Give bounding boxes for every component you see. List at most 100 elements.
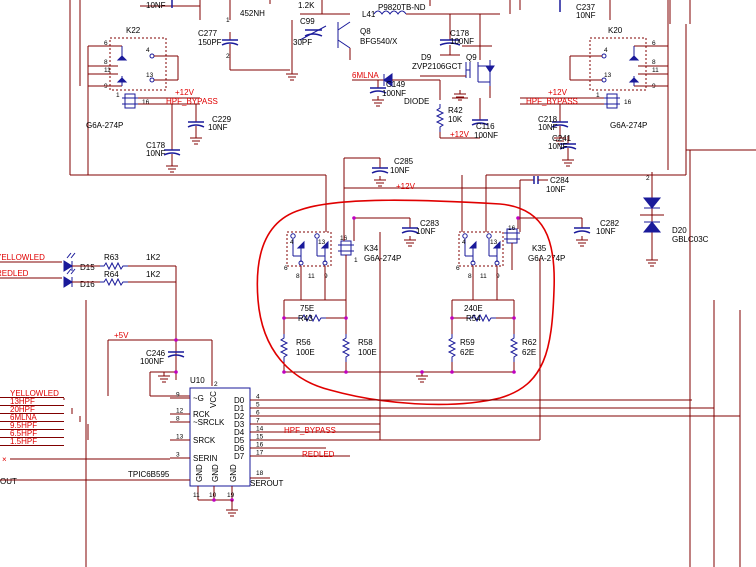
net-label: 6MLNA <box>10 413 37 422</box>
label-r42-val: 10K <box>448 115 463 124</box>
svg-text:4: 4 <box>146 47 150 54</box>
svg-text:18: 18 <box>256 470 264 477</box>
u10-right-pin-num: 5 <box>256 402 260 409</box>
label-r43: R43 <box>298 314 313 323</box>
svg-text:11: 11 <box>193 492 200 499</box>
label-c237-val: 10NF <box>576 11 596 20</box>
svg-text:1: 1 <box>226 17 230 24</box>
label-plus12-q: +12V <box>450 130 470 139</box>
label-c218: C218 <box>538 115 558 124</box>
label-r63-val: 1K2 <box>146 253 161 262</box>
svg-text:8: 8 <box>468 273 472 280</box>
net-label: 6.5HPF <box>10 429 37 438</box>
label-c178r: C178 <box>450 29 470 38</box>
label-tpic: TPIC6B595 <box>128 470 170 479</box>
label-k35: K35 <box>532 244 547 253</box>
label-hpf-l: HPF_BYPASS <box>166 97 218 106</box>
svg-text:6: 6 <box>104 40 108 47</box>
svg-text:4: 4 <box>604 47 608 54</box>
left-net-list: YELLOWLED13HPF20HPF6MLNA9.5HPF6.5HPF1.5H… <box>0 300 190 567</box>
u10-left-pin-num: 13 <box>176 434 184 441</box>
label-c285: C285 <box>394 157 414 166</box>
label-c241: C241 <box>552 134 572 143</box>
label-d9-part: ZVP2106GCT <box>412 62 462 71</box>
svg-text:9: 9 <box>324 273 328 280</box>
svg-text:2: 2 <box>646 175 650 182</box>
u10-right-pin-name: D4 <box>234 428 245 437</box>
u10-right-pin-name: D1 <box>234 404 245 413</box>
svg-text:13: 13 <box>490 239 498 246</box>
label-c283: C283 <box>420 219 440 228</box>
label-l41: L41 <box>362 10 376 19</box>
label-hpf-r: HPF_BYPASS <box>526 97 578 106</box>
svg-text:6: 6 <box>284 265 288 272</box>
svg-text:10: 10 <box>209 492 217 499</box>
net-label: 20HPF <box>10 405 35 414</box>
u10-left-pin-num: 3 <box>176 452 180 459</box>
net-label: 9.5HPF <box>10 421 37 430</box>
label-mlna: 6MLNA <box>352 71 379 80</box>
u10-left-pin-num: 8 <box>176 416 180 423</box>
label-r64: R64 <box>104 270 119 279</box>
label-r62-val: 62E <box>522 348 536 357</box>
u10-right-pin-name: D2 <box>234 412 245 421</box>
highlight-ellipse <box>256 199 556 406</box>
label-d15: D15 <box>80 263 95 272</box>
u10-right-pin-num: 16 <box>256 442 264 449</box>
label-r56-val: 100E <box>296 348 315 357</box>
u10-right-pin-num: 17 <box>256 450 264 457</box>
label-452nh: 452NH <box>240 9 265 18</box>
u10-gnd-2: GND <box>211 464 220 482</box>
svg-text:11: 11 <box>308 273 315 280</box>
label-yellowled-net: YELLOWLED <box>0 253 45 262</box>
label-c218-val: 10NF <box>538 123 558 132</box>
label-k34: K34 <box>364 244 379 253</box>
label-c277: C277 <box>198 29 218 38</box>
u10-left-pin-name: SERIN <box>193 454 218 463</box>
u10-left-pin-name: ~G <box>193 394 204 403</box>
svg-text:11: 11 <box>104 67 111 74</box>
label-c283-val: 10NF <box>416 227 436 236</box>
u10-right-pin-name: D0 <box>234 396 245 405</box>
label-q8: Q8 <box>360 27 371 36</box>
label-1-2k: 1.2K <box>298 1 315 10</box>
label-c282: C282 <box>600 219 620 228</box>
label-c246-val: 100NF <box>140 357 164 366</box>
net-label: YELLOWLED <box>10 389 59 398</box>
label-c284: C284 <box>550 176 570 185</box>
label-r240: 240E <box>464 304 483 313</box>
svg-text:13: 13 <box>604 72 612 79</box>
mid-power: C285 10NF +12V C284 10NF <box>70 150 691 232</box>
u10-left-pin-name: ~SRCLK <box>193 418 225 427</box>
label-plus12-m: +12V <box>396 182 416 191</box>
u10-right-pin-num: 4 <box>256 394 260 401</box>
label-d20: D20 <box>672 226 687 235</box>
label-g6a-r: G6A-274P <box>610 121 647 130</box>
label-c116-val: 100NF <box>474 131 498 140</box>
svg-text:16: 16 <box>142 99 150 106</box>
label-diode: DIODE <box>404 97 429 106</box>
label-q9: Q9 <box>466 53 477 62</box>
top-section: 10NF 452NH C277 150PF 1 2 1.2K C99 30PF … <box>140 0 691 81</box>
label-redled-net: REDLED <box>0 269 29 278</box>
label-redled-bus: REDLED <box>302 450 335 459</box>
svg-text:8: 8 <box>296 273 300 280</box>
label-d16: D16 <box>80 280 95 289</box>
u10-left-pin-num: 9 <box>176 392 180 399</box>
label-top-10nf: 10NF <box>146 1 166 10</box>
u10-right-pin-name: D3 <box>234 420 245 429</box>
svg-text:1: 1 <box>596 92 600 99</box>
svg-text:1: 1 <box>354 257 358 264</box>
label-r59: R59 <box>460 338 475 347</box>
label-serout-l: OUT <box>0 477 17 486</box>
label-u10: U10 <box>190 376 205 385</box>
label-r75: 75E <box>300 304 314 313</box>
u10-left-pin-num: 12 <box>176 408 184 415</box>
output-bus: HPF_BYPASS REDLED <box>250 399 740 459</box>
label-c241-val: 10NF <box>548 142 568 151</box>
label-g6a-l: G6A-274P <box>86 121 123 130</box>
label-plus12-l: +12V <box>175 88 195 97</box>
svg-text:2: 2 <box>226 53 230 60</box>
label-c284-val: 10NF <box>546 185 566 194</box>
